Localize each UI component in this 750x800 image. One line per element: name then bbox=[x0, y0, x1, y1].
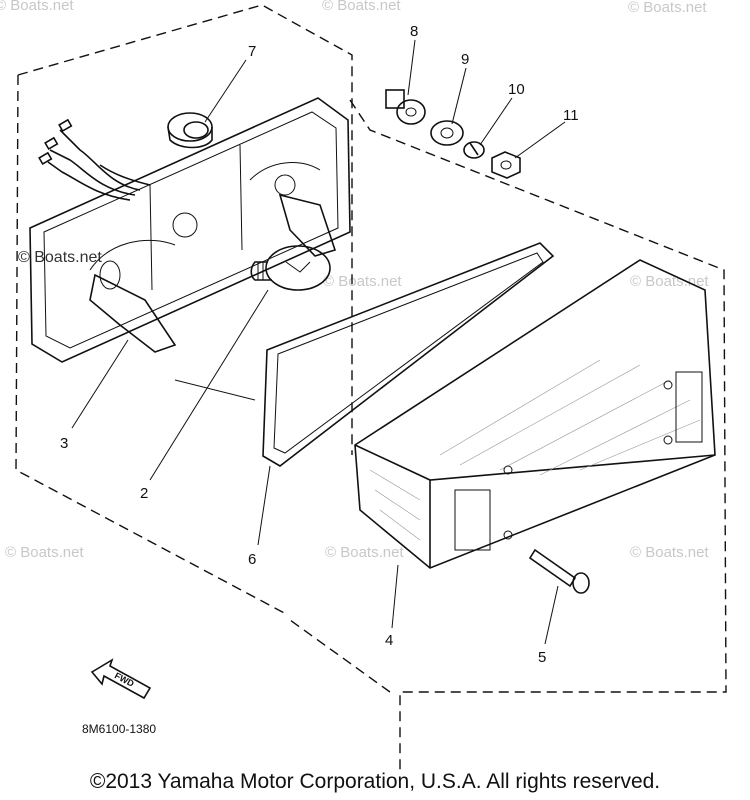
watermark: © Boats.net bbox=[5, 544, 84, 561]
watermark: © Boats.net bbox=[18, 249, 102, 266]
copyright-notice: ©2013 Yamaha Motor Corporation, U.S.A. A… bbox=[89, 770, 661, 793]
fwd-arrow-icon: FWD bbox=[90, 658, 152, 700]
collar-bolt bbox=[385, 89, 426, 125]
watermark: © Boats.net bbox=[628, 0, 707, 16]
callout-7: 7 bbox=[248, 43, 256, 60]
washer bbox=[430, 120, 464, 146]
callout-3: 3 bbox=[60, 435, 68, 452]
watermark: © Boats.net bbox=[0, 0, 74, 14]
watermark: © Boats.net bbox=[325, 544, 404, 561]
callout-9: 9 bbox=[461, 51, 469, 68]
callout-5: 5 bbox=[538, 649, 546, 666]
watermark: © Boats.net bbox=[630, 273, 709, 290]
lamp-housing bbox=[29, 97, 351, 363]
part-code: 8M6100-1380 bbox=[82, 722, 156, 736]
leader-lines bbox=[71, 39, 566, 645]
callout-10: 10 bbox=[508, 81, 525, 98]
taillight-lens bbox=[354, 259, 716, 569]
callout-8: 8 bbox=[410, 23, 418, 40]
callout-6: 6 bbox=[248, 551, 256, 568]
spring-washer bbox=[463, 141, 485, 159]
assembly-boundary bbox=[15, 4, 727, 770]
watermark: © Boats.net bbox=[323, 273, 402, 290]
nut bbox=[491, 151, 521, 179]
rubber-grommet bbox=[167, 112, 213, 149]
fwd-label: FWD bbox=[113, 670, 136, 689]
lens-gasket bbox=[262, 242, 555, 467]
callout-4: 4 bbox=[385, 632, 393, 649]
bulb bbox=[250, 245, 331, 291]
watermark: © Boats.net bbox=[322, 0, 401, 14]
lens-screw bbox=[528, 548, 590, 594]
callout-11: 11 bbox=[563, 107, 579, 124]
callout-2: 2 bbox=[140, 485, 148, 502]
watermark: © Boats.net bbox=[630, 544, 709, 561]
